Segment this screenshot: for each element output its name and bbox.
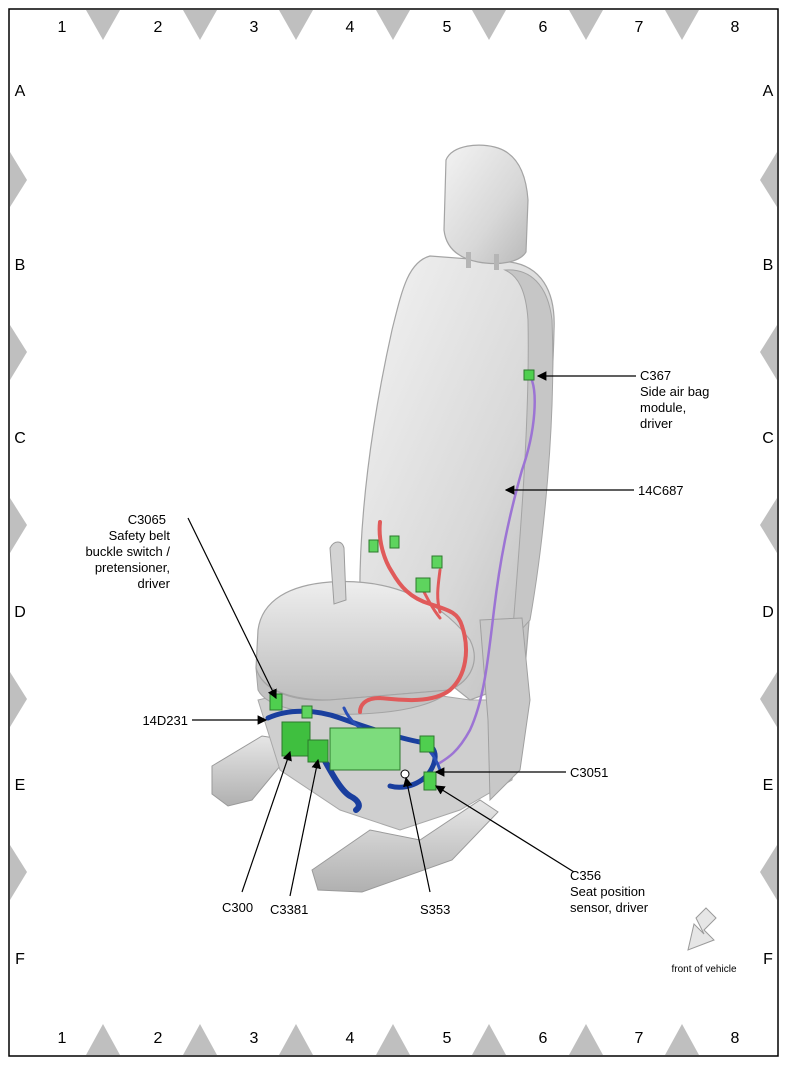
row-label: E bbox=[763, 777, 774, 794]
bottom-grid-markers bbox=[86, 1024, 699, 1055]
connector-module bbox=[329, 727, 401, 771]
leader-c3065 bbox=[187, 517, 277, 700]
callout-c367: C367 Side air bag module, driver bbox=[640, 368, 709, 431]
col-label: 4 bbox=[346, 19, 355, 36]
callout-s353: S353 bbox=[420, 902, 450, 917]
seat-illustration bbox=[211, 144, 555, 893]
leader-lines bbox=[187, 371, 636, 897]
front-of-vehicle-indicator: front of vehicle bbox=[671, 907, 737, 975]
right-grid-markers bbox=[760, 152, 777, 900]
leader-c3381 bbox=[289, 758, 322, 897]
callout-text: C356 bbox=[570, 868, 601, 883]
callout-text: module, bbox=[640, 400, 686, 415]
row-label: F bbox=[15, 951, 25, 968]
red-harness bbox=[358, 520, 468, 714]
col-label: 6 bbox=[539, 1030, 548, 1047]
connector-c356 bbox=[423, 771, 437, 791]
col-label: 8 bbox=[731, 1030, 740, 1047]
top-grid-markers bbox=[86, 10, 699, 40]
callout-c3065: C3065 Safety belt buckle switch / preten… bbox=[85, 512, 170, 591]
connector-c3065 bbox=[269, 693, 283, 711]
seat-back-bolster bbox=[503, 269, 554, 642]
leader-c300 bbox=[241, 750, 292, 893]
row-label: F bbox=[763, 951, 773, 968]
callout-text: buckle switch / bbox=[85, 544, 170, 559]
connector bbox=[301, 705, 313, 719]
leader-s353 bbox=[403, 776, 431, 893]
callout-14c687: 14C687 bbox=[638, 483, 684, 498]
connector bbox=[368, 539, 379, 553]
col-label: 1 bbox=[58, 1030, 67, 1047]
blue-harness-branch bbox=[317, 749, 362, 813]
callout-c3051: C3051 bbox=[570, 765, 608, 780]
recline-lever bbox=[329, 541, 347, 605]
col-label: 7 bbox=[635, 19, 644, 36]
connector bbox=[431, 555, 443, 569]
connector bbox=[415, 577, 431, 593]
row-label: B bbox=[15, 257, 26, 274]
col-label: 2 bbox=[154, 1030, 163, 1047]
callout-text: Side air bag bbox=[640, 384, 709, 399]
row-label: A bbox=[15, 83, 26, 100]
headrest-post bbox=[466, 252, 471, 268]
col-label: 6 bbox=[539, 19, 548, 36]
splice-s353 bbox=[400, 769, 410, 779]
headrest-post bbox=[494, 254, 499, 270]
callout-text: sensor, driver bbox=[570, 900, 649, 915]
row-label: A bbox=[763, 83, 774, 100]
col-label: 1 bbox=[58, 19, 67, 36]
callout-text: C3065 bbox=[128, 512, 166, 527]
purple-harness-14c687 bbox=[436, 374, 536, 766]
row-labels-right: A B C D E F bbox=[762, 83, 774, 968]
callout-14d231: 14D231 bbox=[142, 713, 188, 728]
col-label: 4 bbox=[346, 1030, 355, 1047]
callout-c3381: C3381 bbox=[270, 902, 308, 917]
left-grid-markers bbox=[10, 152, 27, 900]
diagram-frame bbox=[8, 8, 779, 1057]
col-label: 7 bbox=[635, 1030, 644, 1047]
seat-rail-rear bbox=[311, 799, 499, 893]
headrest bbox=[443, 144, 529, 265]
callout-c356: C356 Seat position sensor, driver bbox=[570, 868, 649, 915]
col-label: 5 bbox=[443, 1030, 452, 1047]
seat-side-panel bbox=[479, 617, 531, 802]
col-label: 8 bbox=[731, 19, 740, 36]
connector-c3051 bbox=[419, 735, 435, 753]
red-harness-branch bbox=[436, 568, 442, 614]
row-label: D bbox=[14, 604, 26, 621]
callout-text: driver bbox=[137, 576, 170, 591]
connector bbox=[389, 535, 400, 549]
connector-c367 bbox=[523, 369, 535, 381]
leader-c356 bbox=[434, 785, 575, 873]
callout-text: Seat position bbox=[570, 884, 645, 899]
callout-text: driver bbox=[640, 416, 673, 431]
row-label: C bbox=[762, 430, 774, 447]
callout-text: C367 bbox=[640, 368, 671, 383]
col-label: 2 bbox=[154, 19, 163, 36]
col-label: 5 bbox=[443, 19, 452, 36]
row-label: E bbox=[15, 777, 26, 794]
col-label: 3 bbox=[250, 1030, 259, 1047]
row-label: C bbox=[14, 430, 26, 447]
row-labels-left: A B C D E F bbox=[14, 83, 26, 968]
front-of-vehicle-label: front of vehicle bbox=[671, 964, 736, 975]
row-label: D bbox=[762, 604, 774, 621]
connector-c3381 bbox=[307, 739, 329, 763]
column-labels-top: 1 2 3 4 5 6 7 8 bbox=[58, 19, 740, 36]
connector-c300 bbox=[281, 721, 311, 757]
arrow-icon bbox=[687, 907, 717, 951]
column-labels-bottom: 1 2 3 4 5 6 7 8 bbox=[58, 1030, 740, 1047]
row-label: B bbox=[763, 257, 774, 274]
col-label: 3 bbox=[250, 19, 259, 36]
callout-text: Safety belt bbox=[109, 528, 171, 543]
connectors bbox=[269, 369, 535, 791]
callout-c300: C300 bbox=[222, 900, 253, 915]
callout-text: pretensioner, bbox=[95, 560, 170, 575]
